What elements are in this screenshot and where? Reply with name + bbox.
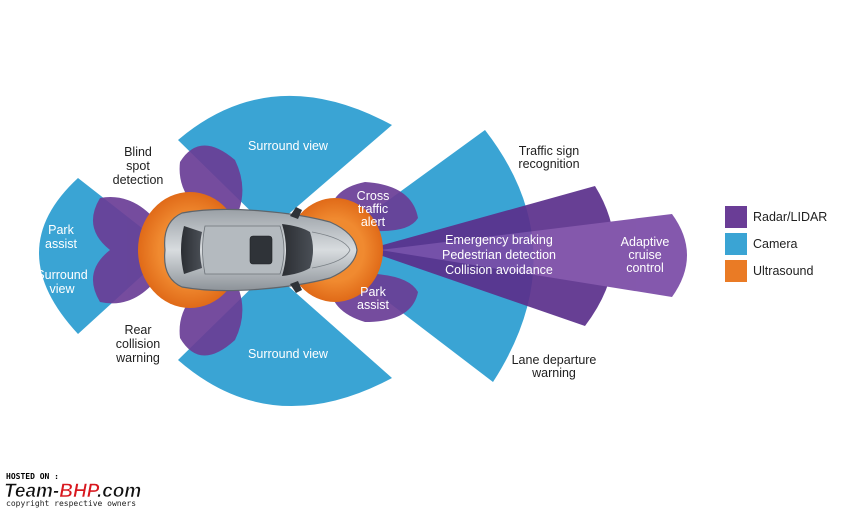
label-surround-view-top: Surround view xyxy=(248,139,329,153)
camera-surround-view-top xyxy=(178,95,392,231)
label-traffic-sign-line1: Traffic sign xyxy=(519,144,579,158)
car-windshield xyxy=(282,224,313,276)
radar-long-range xyxy=(380,214,687,297)
legend-label-ultrasound: Ultrasound xyxy=(753,264,813,278)
label-cross-traffic-line3: alert xyxy=(361,215,386,229)
car-sunroof xyxy=(249,235,273,265)
radar-fields xyxy=(92,145,687,356)
watermark-brand-bhp: BHP xyxy=(59,481,99,502)
watermark-brand-com: .com xyxy=(97,481,141,502)
watermark-copyright: copyright respective owners xyxy=(6,499,136,508)
label-lane-departure-line1: Lane departure xyxy=(512,353,597,367)
radar-blind-spot-bottom xyxy=(179,272,243,356)
legend-label-camera: Camera xyxy=(753,237,798,251)
car-mirror-bottom xyxy=(290,281,302,293)
watermark-brand-team: Team- xyxy=(4,481,59,502)
label-park-assist-rear-line1: Park xyxy=(48,223,74,237)
label-rear-collision-line1: Rear xyxy=(124,323,151,337)
label-blind-spot-line3: detection xyxy=(113,173,164,187)
label-blind-spot-line1: Blind xyxy=(124,145,152,159)
watermark-brand: Team-BHP.com xyxy=(4,481,141,502)
label-traffic-sign-line2: recognition xyxy=(518,157,579,171)
label-surround-view-bottom: Surround view xyxy=(248,347,329,361)
label-adaptive-cruise-line3: control xyxy=(626,261,664,275)
label-park-assist-front-line2: assist xyxy=(357,298,389,312)
label-adaptive-cruise-line1: Adaptive xyxy=(621,235,670,249)
legend-swatch-radar xyxy=(725,206,747,228)
legend-label-radar: Radar/LIDAR xyxy=(753,210,827,224)
car-hood xyxy=(311,231,351,269)
label-park-assist-front-line1: Park xyxy=(360,285,386,299)
legend-swatch-camera xyxy=(725,233,747,255)
label-surround-view-rear-line1: Surround xyxy=(36,268,87,282)
car-top-view xyxy=(164,207,358,293)
diagram-labels: Surround view Surround view Blind spot d… xyxy=(36,139,669,380)
watermark: HOSTED ON : Team-BHP.com copyright respe… xyxy=(4,472,142,508)
label-pedestrian-detection: Pedestrian detection xyxy=(442,248,556,262)
label-park-assist-rear-line2: assist xyxy=(45,237,77,251)
label-cross-traffic-line1: Cross xyxy=(357,189,390,203)
label-adaptive-cruise-line2: cruise xyxy=(628,248,661,262)
label-collision-avoidance: Collision avoidance xyxy=(445,263,553,277)
label-rear-collision-line2: collision xyxy=(116,337,161,351)
camera-surround-view-bottom xyxy=(178,270,392,407)
radar-blind-spot-top xyxy=(179,145,243,228)
label-emergency-braking: Emergency braking xyxy=(445,233,553,247)
label-blind-spot-line2: spot xyxy=(126,159,150,173)
legend-swatch-ultrasound xyxy=(725,260,747,282)
label-surround-view-rear-line2: view xyxy=(49,282,75,296)
label-rear-collision-line3: warning xyxy=(115,351,160,365)
car-rear-window xyxy=(181,226,202,274)
label-lane-departure-line2: warning xyxy=(531,366,576,380)
car-mirror-top xyxy=(290,207,302,219)
label-cross-traffic-line2: traffic xyxy=(358,202,388,216)
watermark-hosted: HOSTED ON : xyxy=(6,472,59,481)
legend: Radar/LIDAR Camera Ultrasound xyxy=(725,206,827,282)
